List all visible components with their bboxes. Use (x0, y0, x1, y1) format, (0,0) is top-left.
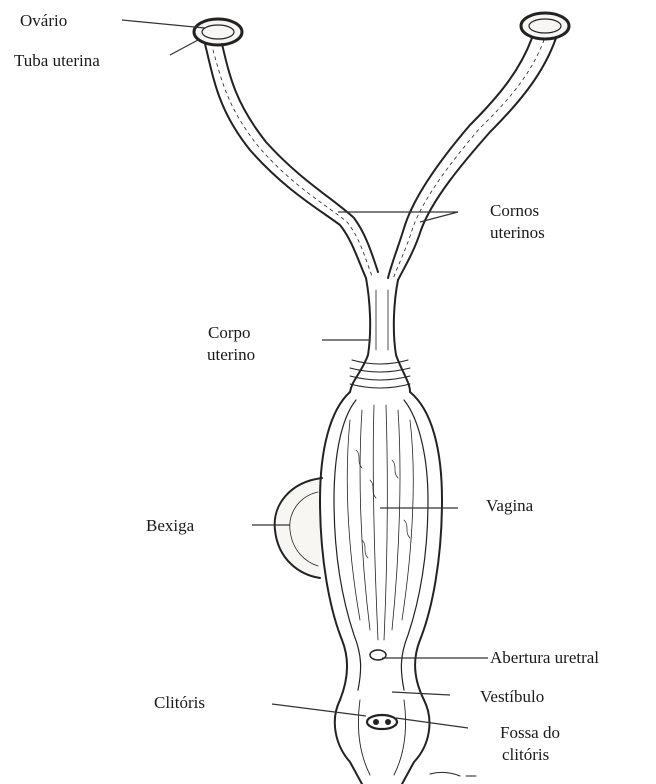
label-corpo-uterino-2: uterino (207, 344, 255, 366)
left-ovary (194, 19, 242, 45)
label-cornos-uterinos-1: Cornos (490, 200, 539, 222)
uterine-body (350, 278, 410, 392)
vagina (320, 392, 442, 700)
leader-lines (122, 20, 488, 728)
left-uterine-horn (205, 44, 378, 278)
clitoral-fossa (367, 715, 397, 729)
label-corpo-uterino-1: Corpo (208, 322, 251, 344)
label-fossa-clitoris-2: clitóris (502, 744, 549, 766)
label-bexiga: Bexiga (146, 515, 194, 537)
label-clitoris: Clitóris (154, 692, 205, 714)
leader-clitoris (272, 704, 366, 716)
label-fossa-clitoris-1: Fossa do (500, 722, 560, 744)
bladder (275, 478, 322, 578)
label-cornos-uterinos-2: uterinos (490, 222, 545, 244)
label-vagina: Vagina (486, 495, 533, 517)
vestibule (335, 700, 430, 784)
bottom-scribble (430, 772, 476, 776)
leader-ovario (122, 20, 205, 28)
label-tuba-uterina: Tuba uterina (14, 50, 100, 72)
label-vestibulo: Vestíbulo (480, 686, 544, 708)
leader-fossa (396, 718, 468, 728)
right-ovary (521, 13, 569, 39)
leader-tuba (170, 40, 198, 55)
label-abertura-uretral: Abertura uretral (490, 647, 599, 669)
label-ovario: Ovário (20, 10, 67, 32)
